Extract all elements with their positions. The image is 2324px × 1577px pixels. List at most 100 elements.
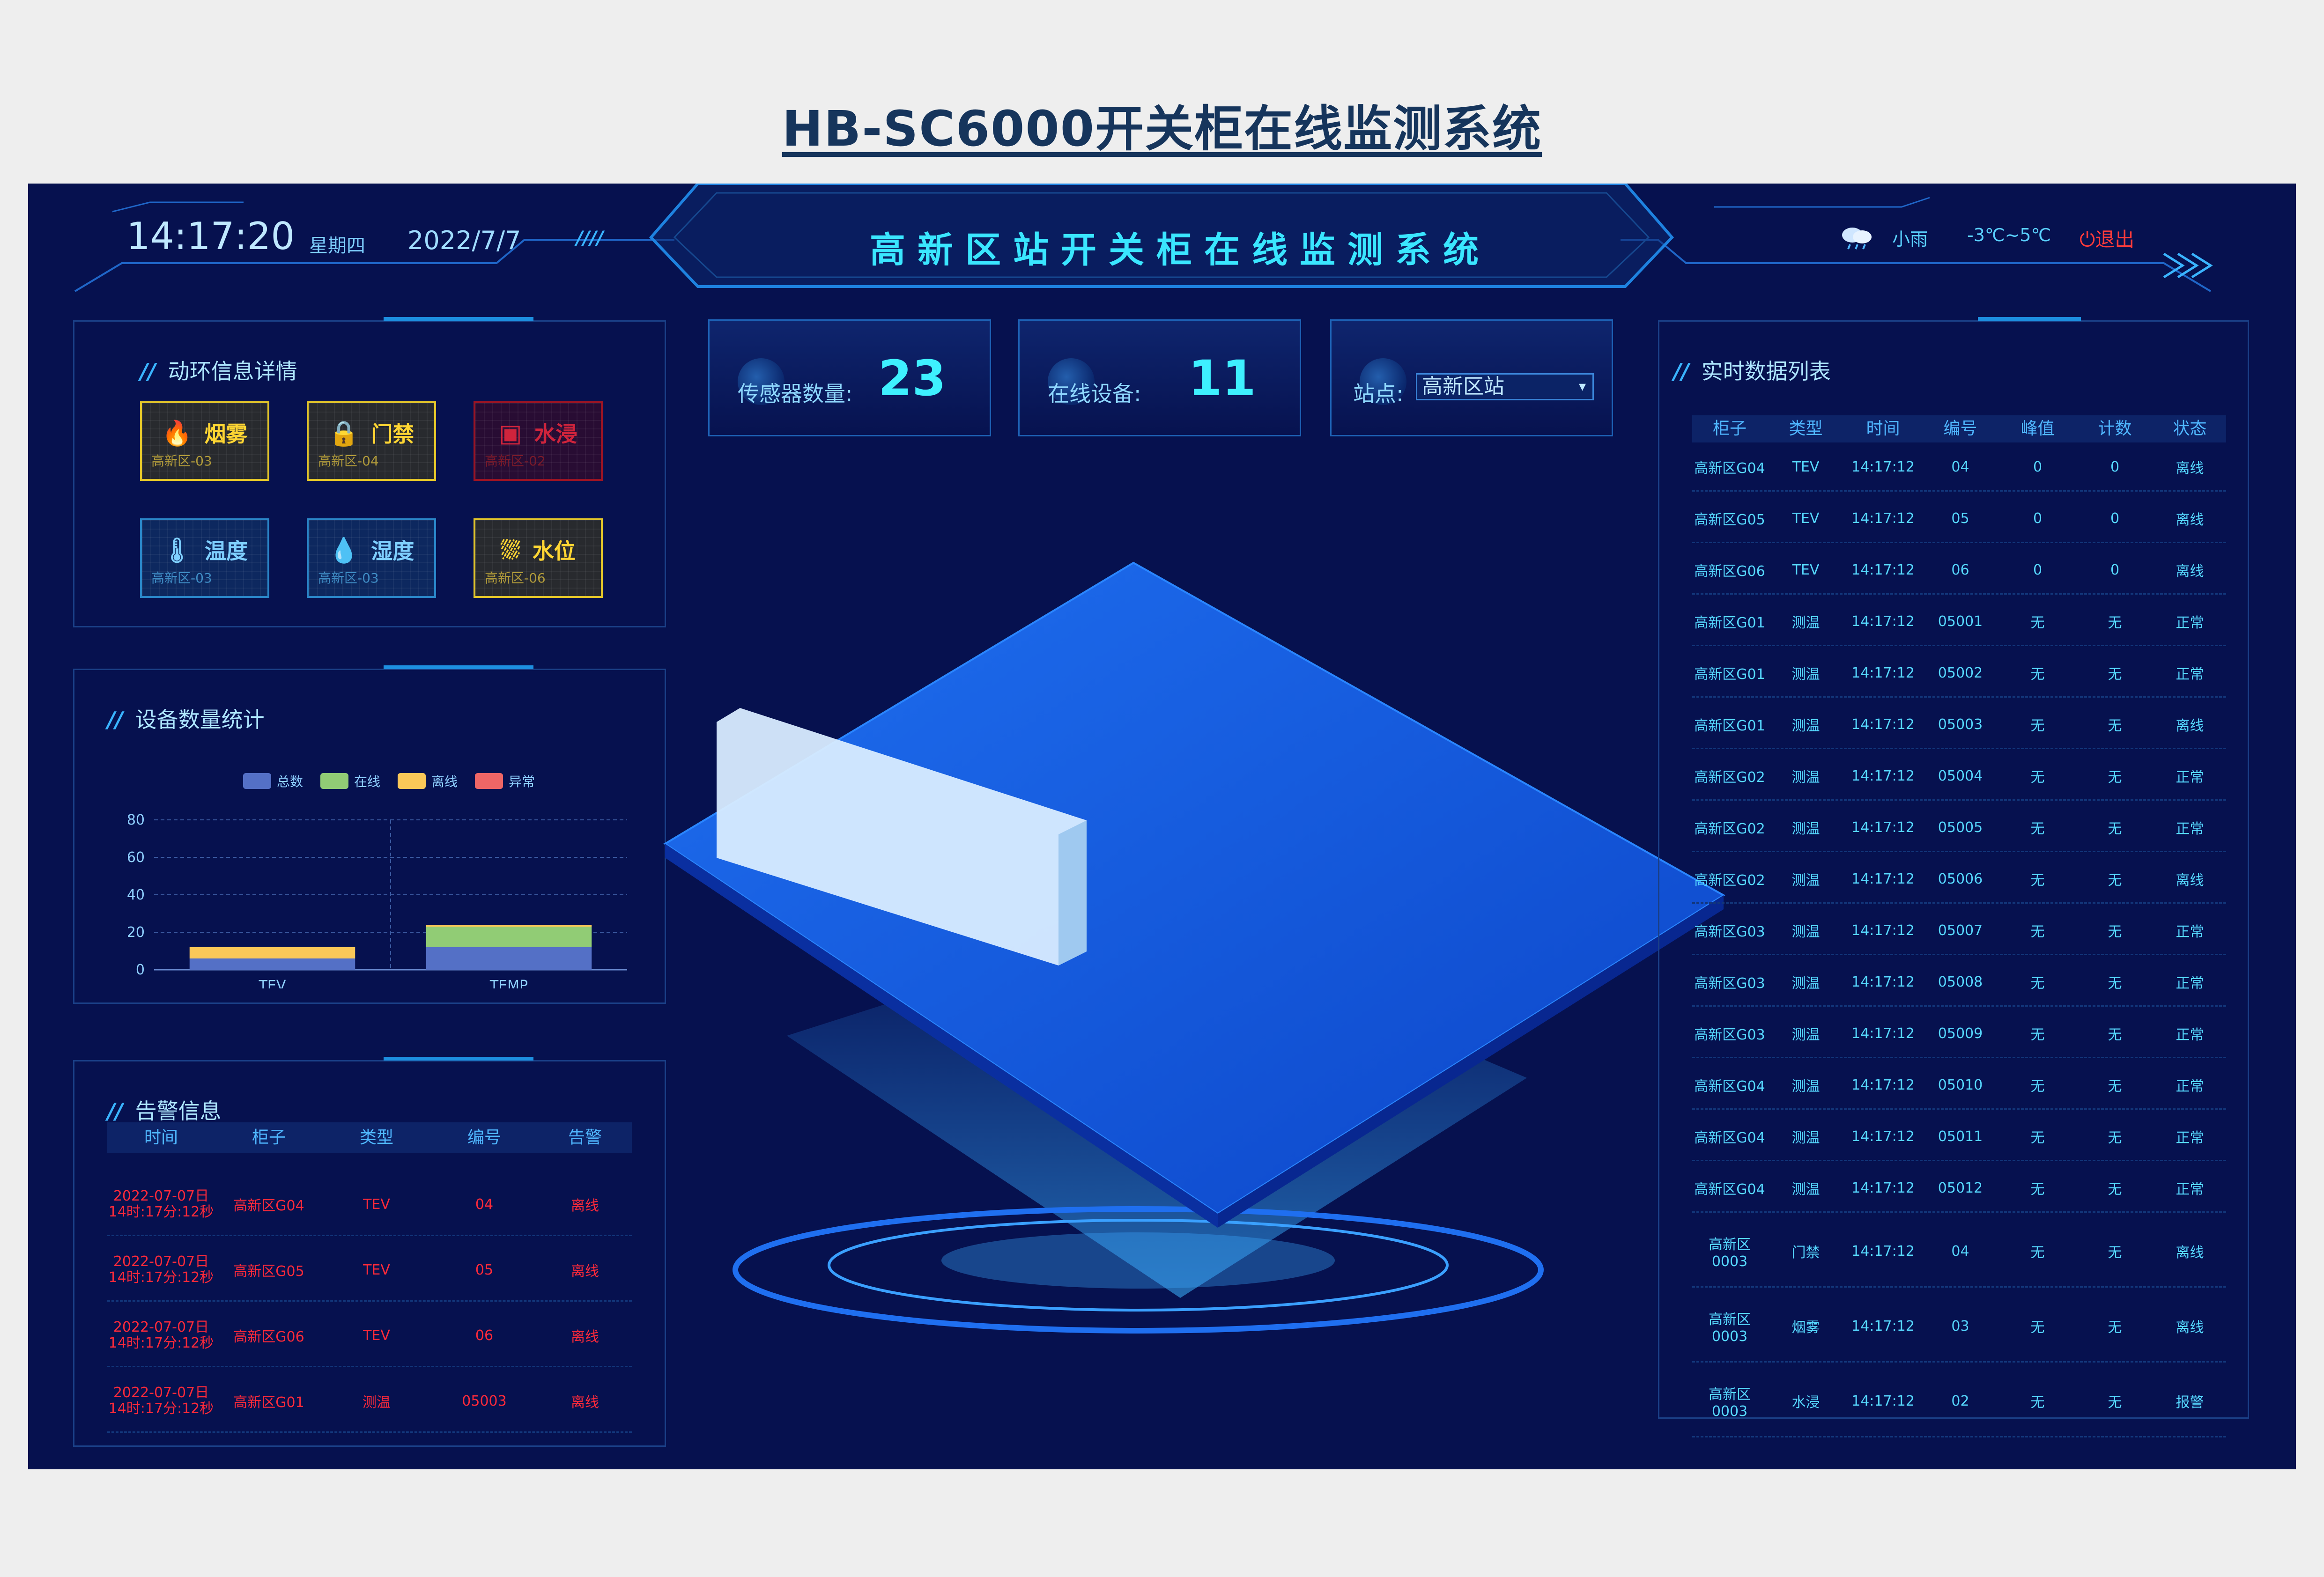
rt-type: 测温 — [1791, 1027, 1820, 1043]
station-select[interactable]: 高新区站▾ — [1416, 373, 1594, 400]
alarm-status: 离线 — [571, 1198, 599, 1214]
legend-swatch — [243, 773, 271, 789]
rt-number: 03 — [1951, 1318, 1969, 1334]
env-tile-label: 湿度 — [371, 538, 414, 564]
alarm-panel-title: 告警信息 — [135, 1098, 222, 1124]
alarm-number: 05003 — [462, 1393, 507, 1409]
env-tile-5[interactable]: 💧湿度高新区-03 — [307, 518, 436, 598]
chevron-down-icon: ▾ — [1578, 378, 1586, 395]
dashboard-screen: //// 14:17:20 星期四 2022/7/7 高新区站开关柜在线监测系统… — [28, 184, 2296, 1469]
rt-status: 正常 — [2176, 1130, 2204, 1146]
rt-status: 正常 — [2176, 1181, 2204, 1198]
station-card: 站点: 高新区站▾ — [1330, 319, 1613, 436]
bar-tev-1 — [189, 958, 355, 970]
rt-cabinet: 高新区 0003 — [1709, 1386, 1751, 1420]
rt-time: 14:17:12 — [1851, 973, 1915, 990]
rt-number: 05011 — [1938, 1128, 1983, 1145]
rt-time: 14:17:12 — [1851, 561, 1915, 578]
header-decoration: //// — [74, 184, 2213, 292]
y-tick-label: 0 — [136, 962, 145, 978]
env-tile-label: 水浸 — [534, 421, 577, 447]
weekday: 星期四 — [309, 235, 365, 257]
rt-status: 正常 — [2176, 1027, 2204, 1043]
rt-peak: 无 — [2030, 872, 2045, 889]
rt-status: 正常 — [2176, 821, 2204, 837]
env-tile-label: 水位 — [532, 538, 576, 564]
legend-swatch — [320, 773, 348, 789]
rt-time: 14:17:12 — [1851, 458, 1915, 475]
bar-temp-2 — [426, 927, 592, 947]
bar-tev-3 — [189, 947, 355, 958]
rt-status: 离线 — [2176, 718, 2204, 734]
rt-time: 14:17:12 — [1851, 1128, 1915, 1145]
rt-type: 门禁 — [1791, 1245, 1820, 1261]
legend-label: 异常 — [509, 774, 535, 789]
alarm-col-header: 告警 — [568, 1128, 602, 1147]
alarm-time: 14时:17分:12秒 — [108, 1400, 214, 1417]
rt-time: 14:17:12 — [1851, 870, 1915, 887]
alarm-date: 2022-07-07日 — [113, 1253, 209, 1270]
rt-cabinet: 高新区G01 — [1694, 615, 1765, 631]
rt-number: 05003 — [1938, 716, 1983, 733]
x-tick-label: TEMP — [489, 978, 528, 988]
alarm-status: 离线 — [571, 1394, 599, 1411]
rt-type: 测温 — [1791, 821, 1820, 837]
station-label: 站点: — [1353, 381, 1404, 406]
env-tile-6[interactable]: ⛆水位高新区-06 — [474, 518, 603, 598]
rt-type: 水浸 — [1791, 1394, 1820, 1411]
rt-time: 14:17:12 — [1851, 819, 1915, 836]
env-tile-4[interactable]: 🌡温度高新区-03 — [140, 518, 269, 598]
rt-peak: 无 — [2030, 1078, 2045, 1095]
logout-button[interactable]: ⏻退出 — [2080, 224, 2134, 252]
rt-peak: 无 — [2030, 1181, 2045, 1198]
realtime-col-header: 时间 — [1866, 419, 1900, 438]
rt-number: 05006 — [1938, 870, 1983, 887]
alarm-type: TEV — [363, 1327, 390, 1344]
rt-time: 14:17:12 — [1851, 1318, 1915, 1334]
env-tile-2[interactable]: 🔒门禁高新区-04 — [307, 401, 436, 481]
alarm-col-header: 编号 — [467, 1128, 501, 1147]
rt-cabinet: 高新区G06 — [1694, 563, 1765, 580]
svg-text:////: //// — [574, 228, 605, 249]
realtime-col-header: 柜子 — [1712, 419, 1747, 438]
bar-temp-1 — [426, 947, 592, 970]
rt-cabinet: 高新区G04 — [1694, 460, 1765, 477]
online-orb-icon — [1048, 358, 1095, 405]
rt-number: 05001 — [1938, 613, 1983, 630]
alarm-time: 14时:17分:12秒 — [108, 1204, 214, 1220]
env-tile-1[interactable]: 🔥烟雾高新区-03 — [140, 401, 269, 481]
alarm-cabinet: 高新区G01 — [233, 1394, 304, 1411]
rt-count: 无 — [2108, 1319, 2122, 1336]
rt-cabinet: 高新区 0003 — [1709, 1236, 1751, 1270]
env-tile-3[interactable]: ▣水浸高新区-02 — [474, 401, 603, 481]
alarm-number: 06 — [475, 1327, 494, 1344]
env-tile-location: 高新区-03 — [151, 570, 212, 586]
rt-status: 离线 — [2176, 1319, 2204, 1336]
rt-peak: 无 — [2030, 666, 2045, 683]
rt-count: 0 — [2110, 561, 2120, 578]
door-lock-icon: 🔒 — [328, 420, 359, 448]
alarm-table-header: 时间柜子类型编号告警 — [107, 1122, 632, 1153]
